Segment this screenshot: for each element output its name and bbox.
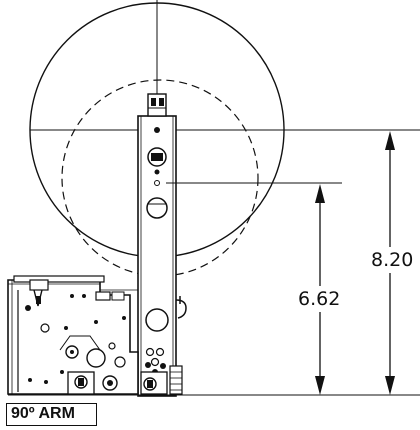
inner-roll-dashed-circle xyxy=(61,79,259,277)
side-frame-mechanism xyxy=(7,275,139,395)
dimension-8-20-label: 8.20 xyxy=(371,249,413,271)
arm-upright xyxy=(137,93,187,397)
dimension-6-62: 6.62 xyxy=(297,184,343,395)
dimension-6-62-label: 6.62 xyxy=(298,288,340,310)
arm-caption: 90º ARM xyxy=(6,403,97,426)
dimension-8-20: 8.20 xyxy=(370,131,414,395)
